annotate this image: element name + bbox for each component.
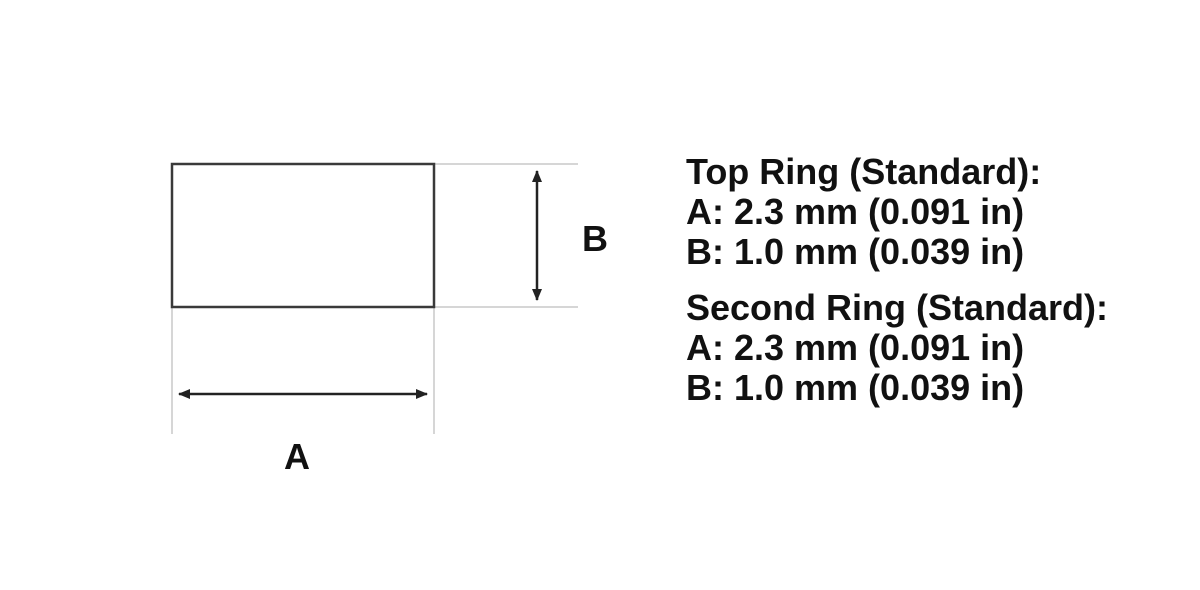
spec-value-a: A: 2.3 mm (0.091 in) (686, 191, 1025, 232)
spec-value-b: B: 1.0 mm (0.039 in) (686, 231, 1025, 272)
spec-group-top-ring: Top Ring (Standard): A: 2.3 mm (0.091 in… (686, 152, 1196, 272)
spec-heading: Top Ring (Standard): (686, 151, 1042, 192)
spec-value-a: A: 2.3 mm (0.091 in) (686, 327, 1025, 368)
spec-value-b: B: 1.0 mm (0.039 in) (686, 367, 1025, 408)
dimension-label-b: B (582, 218, 608, 259)
spec-group-second-ring: Second Ring (Standard): A: 2.3 mm (0.091… (686, 288, 1196, 408)
spec-heading: Second Ring (Standard): (686, 287, 1108, 328)
ring-specifications: Top Ring (Standard): A: 2.3 mm (0.091 in… (686, 152, 1196, 408)
dimension-label-a: A (284, 436, 310, 477)
ring-cross-section (170, 162, 436, 309)
